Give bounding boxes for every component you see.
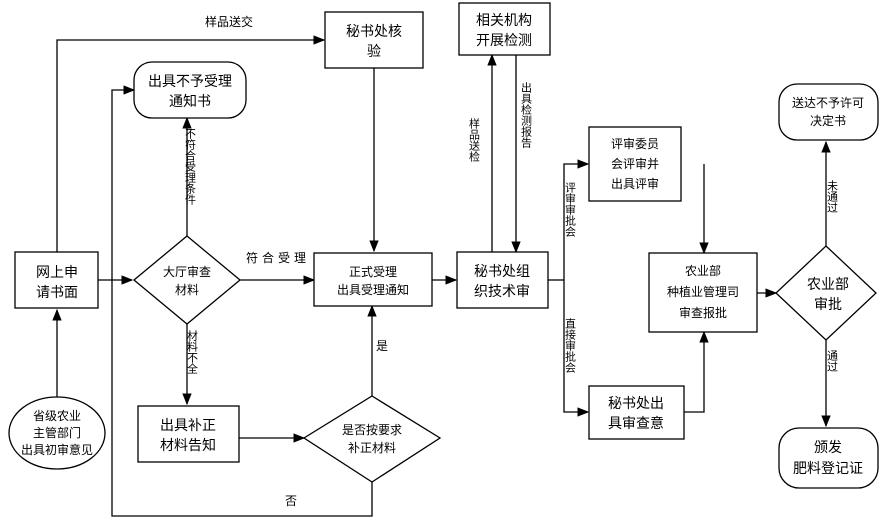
- edge-review-to-committee: [563, 159, 590, 280]
- node-apply-line-2: 请书面: [36, 285, 78, 301]
- node-secretariat-opinion-line-1: 秘书处出: [608, 396, 664, 412]
- nodes: 网上申 请书面 省级农业 主管部门 出具初审意见 大厅审查 材料 出具不予受理 …: [8, 2, 879, 489]
- node-province-line-2: 主管部门: [33, 425, 81, 440]
- node-deny-decision-line-2: 决定书: [810, 113, 846, 128]
- node-check-supplement-line-1: 是否按要求: [342, 423, 402, 437]
- node-province-line-1: 省级农业: [33, 409, 81, 423]
- label-yes: 是: [376, 339, 388, 353]
- node-secretariat-verify-line-2: 验: [367, 44, 381, 60]
- node-secretariat-verify-line-1: 秘书处核: [346, 24, 402, 40]
- label-not-qualified: 不符合受理条件: [184, 128, 197, 206]
- label-pass: 通过: [826, 350, 839, 372]
- node-supplement-line-2: 材料告知: [160, 437, 216, 454]
- node-org-test-line-1: 相关机构: [476, 13, 532, 29]
- label-review-1: 评审审批会: [564, 182, 577, 237]
- node-not-accept-line-2: 通知书: [169, 93, 211, 110]
- label-review-2: 直接审批会: [564, 317, 577, 373]
- node-not-accept-line-1: 出具不予受理: [148, 74, 232, 90]
- node-dept-review-line-3: 审查报批: [679, 305, 727, 320]
- node-hall-review: [132, 235, 242, 325]
- node-org-review-line-1: 秘书处组: [474, 264, 530, 280]
- node-issue-cert: [778, 427, 879, 489]
- edge-review-to-opinion: [563, 280, 590, 417]
- node-apply-line-1: 网上申: [36, 265, 78, 281]
- node-deny-decision: [778, 83, 879, 141]
- node-secretariat-verify: [324, 11, 424, 69]
- node-not-accept: [133, 61, 247, 119]
- node-province: [8, 396, 106, 470]
- node-check-supplement: [302, 395, 442, 483]
- label-sample-delivery: 样品送交: [205, 14, 253, 29]
- node-ministry-approve-line-2: 审批: [814, 297, 842, 313]
- node-committee-line-1: 评审委员: [611, 136, 659, 151]
- node-org-review-line-2: 织技术审: [474, 284, 530, 300]
- node-org-test: [458, 2, 551, 56]
- node-check-supplement-line-2: 补正材料: [348, 441, 396, 455]
- edge-sample-delivery: [56, 35, 326, 252]
- node-committee-line-2: 会评审并: [611, 156, 659, 171]
- node-hall-review-line-2: 材料: [175, 283, 199, 297]
- node-formal-accept-line-2: 出具受理通知: [337, 283, 409, 297]
- node-secretariat-opinion-line-2: 具审查意: [608, 415, 664, 432]
- label-not-pass: 未通过: [826, 180, 839, 213]
- node-province-line-3: 出具初审意见: [21, 442, 93, 457]
- edges: [52, 35, 831, 517]
- node-issue-cert-line-2: 肥料登记证: [793, 461, 863, 477]
- label-test-report: 出具检测报告: [520, 81, 533, 149]
- node-org-review: [456, 251, 549, 309]
- node-supplement: [137, 405, 240, 463]
- label-incomplete: 材料不全: [186, 329, 199, 374]
- node-committee: [588, 126, 682, 202]
- label-qualified: 符合受理: [246, 250, 310, 265]
- node-dept-review: [648, 252, 758, 333]
- edge-opinion-to-dept: [684, 330, 709, 413]
- label-no: 否: [285, 494, 297, 508]
- node-dept-review-line-1: 农业部: [685, 263, 721, 278]
- label-sample-submit: 样品送检: [468, 117, 481, 163]
- node-apply: [14, 251, 99, 309]
- edge-labels: 样品送交 符合受理 是 否 不符合受理条件 材料不全 样品送检 出具检测报告 评…: [184, 14, 839, 508]
- node-ministry-approve-line-1: 农业部: [807, 277, 849, 293]
- node-formal-accept-line-1: 正式受理: [349, 265, 397, 279]
- node-secretariat-opinion: [588, 385, 685, 440]
- node-hall-review-line-1: 大厅审查: [163, 264, 211, 279]
- edge-check-no: [111, 85, 373, 517]
- node-formal-accept: [313, 252, 433, 307]
- node-committee-line-3: 出具评审: [611, 176, 659, 191]
- node-deny-decision-line-1: 送达不予许可: [792, 95, 864, 110]
- node-supplement-line-1: 出具补正: [160, 418, 216, 434]
- node-issue-cert-line-1: 颁发: [814, 440, 842, 456]
- node-dept-review-line-2: 种植业管理司: [667, 284, 739, 299]
- node-org-test-line-2: 开展检测: [476, 33, 532, 49]
- node-ministry-approve: [775, 245, 877, 341]
